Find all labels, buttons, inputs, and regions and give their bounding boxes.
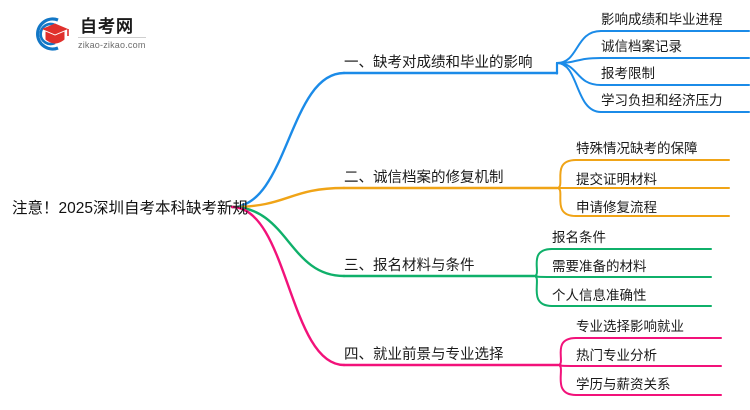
branch-node-4[interactable]: 四、就业前景与专业选择 [344, 340, 504, 366]
leaf-node-1-4[interactable]: 学习负担和经济压力 [601, 87, 723, 111]
leaf-node-3-3[interactable]: 个人信息准确性 [552, 282, 647, 306]
branch-node-1[interactable]: 一、缺考对成绩和毕业的影响 [344, 48, 533, 74]
leaf-label-1-3: 报考限制 [601, 66, 655, 81]
leaf-node-2-1[interactable]: 特殊情况缺考的保障 [576, 135, 698, 159]
leaf-label-2-2: 提交证明材料 [576, 172, 657, 187]
leaf-node-1-3[interactable]: 报考限制 [601, 60, 655, 84]
leaf-label-4-3: 学历与薪资关系 [576, 377, 671, 392]
branch-node-2[interactable]: 二、诚信档案的修复机制 [344, 163, 504, 189]
branch-label-4: 四、就业前景与专业选择 [344, 347, 504, 363]
site-logo[interactable]: 自考网 zikao-zikao.com [28, 12, 146, 54]
leaf-node-2-3[interactable]: 申请修复流程 [576, 194, 657, 218]
logo-title: 自考网 [80, 17, 134, 36]
leaf-label-3-1: 报名条件 [552, 230, 606, 245]
leaf-node-4-3[interactable]: 学历与薪资关系 [576, 371, 671, 395]
leaf-node-1-2[interactable]: 诚信档案记录 [601, 33, 682, 57]
leaf-label-4-1: 专业选择影响就业 [576, 319, 684, 334]
root-label: 注意！2025深圳自考本科缺考新规 [12, 200, 248, 217]
leaf-label-1-2: 诚信档案记录 [601, 39, 682, 54]
leaf-label-2-1: 特殊情况缺考的保障 [576, 141, 698, 156]
leaf-node-3-2[interactable]: 需要准备的材料 [552, 253, 647, 277]
branch-label-1: 一、缺考对成绩和毕业的影响 [344, 55, 533, 71]
leaf-label-4-2: 热门专业分析 [576, 348, 657, 363]
leaf-node-2-2[interactable]: 提交证明材料 [576, 166, 657, 190]
leaf-label-2-3: 申请修复流程 [576, 200, 657, 215]
leaf-label-3-3: 个人信息准确性 [552, 288, 647, 303]
leaf-node-1-1[interactable]: 影响成绩和毕业进程 [601, 6, 723, 30]
mindmap-root-node[interactable]: 注意！2025深圳自考本科缺考新规 [12, 191, 248, 223]
graduation-cap-logo-icon [28, 12, 72, 54]
branch-node-3[interactable]: 三、报名材料与条件 [344, 251, 475, 277]
leaf-node-4-2[interactable]: 热门专业分析 [576, 342, 657, 366]
leaf-node-3-1[interactable]: 报名条件 [552, 224, 606, 248]
branch-label-2: 二、诚信档案的修复机制 [344, 170, 504, 186]
logo-subtitle: zikao-zikao.com [78, 37, 146, 51]
leaf-label-1-1: 影响成绩和毕业进程 [601, 12, 723, 27]
leaf-label-3-2: 需要准备的材料 [552, 259, 647, 274]
leaf-label-1-4: 学习负担和经济压力 [601, 93, 723, 108]
leaf-node-4-1[interactable]: 专业选择影响就业 [576, 313, 684, 337]
branch-label-3: 三、报名材料与条件 [344, 258, 475, 274]
